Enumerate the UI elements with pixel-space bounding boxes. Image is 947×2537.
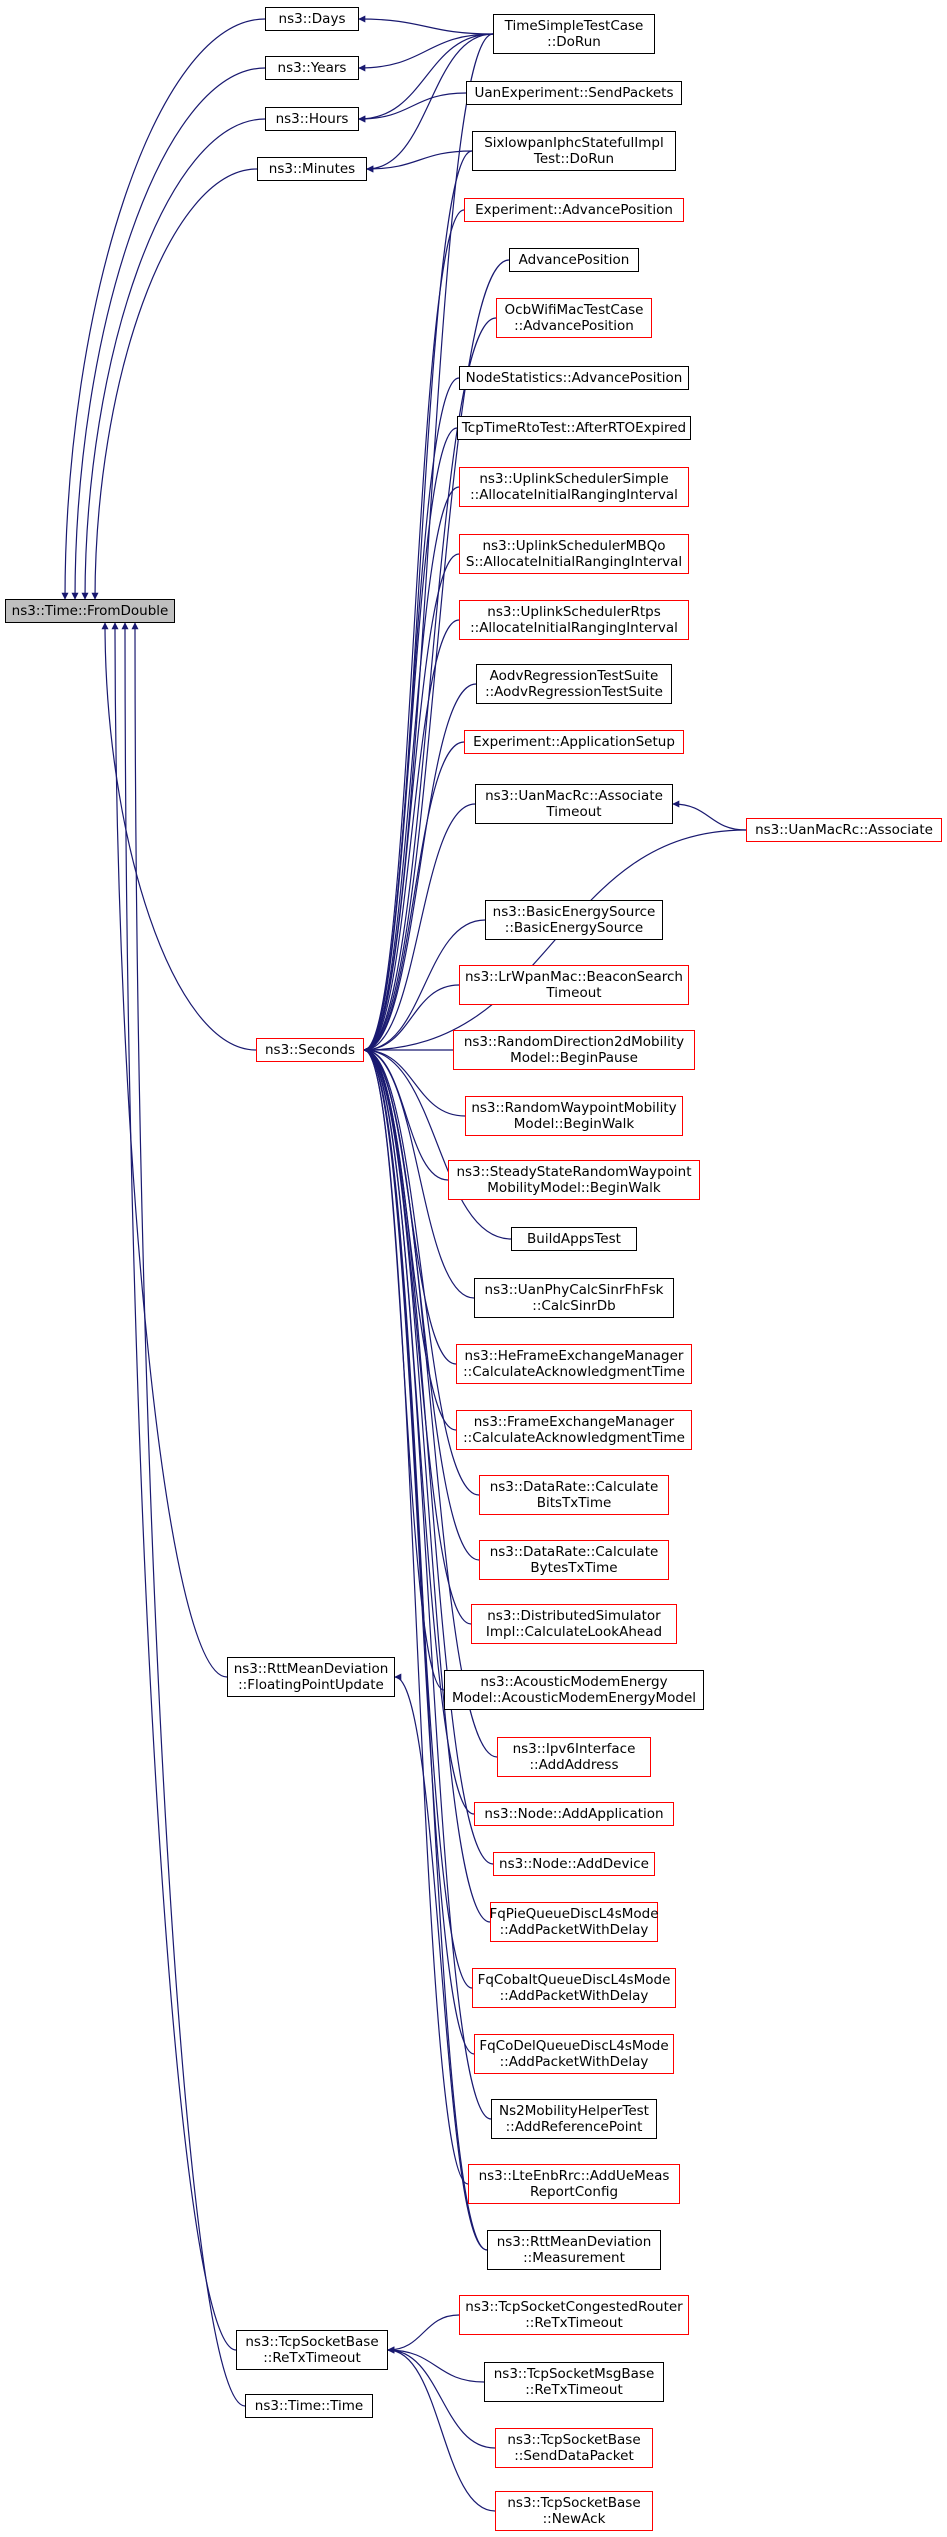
- edge-node-adddevice-to-seconds: [363, 1046, 494, 1865]
- node-node-adddevice[interactable]: ns3::Node::AddDevice: [493, 1852, 655, 1876]
- edge-aodvregressiontestsuite-to-seconds: [363, 683, 477, 1054]
- node-tcpsocketbase-senddatapacket[interactable]: ns3::TcpSocketBase ::SendDataPacket: [495, 2428, 653, 2468]
- node-uplinkschedulersimple-allocate[interactable]: ns3::UplinkSchedulerSimple ::AllocateIni…: [459, 467, 689, 507]
- node-tcpsocketmsgbase-retxtimeout[interactable]: ns3::TcpSocketMsgBase ::ReTxTimeout: [484, 2362, 664, 2402]
- edge-sixlowpan-dorun-to-minutes: [366, 150, 473, 173]
- edge-uanmacrc-associate-to-uanmacrc-associatetimeout: [672, 800, 747, 831]
- edge-ipv6interface-addaddress-to-seconds: [363, 1046, 498, 1758]
- node-fqcodelqueuedisc-addpacket[interactable]: FqCoDelQueueDiscL4sMode ::AddPacketWithD…: [474, 2034, 674, 2074]
- edge-uplinkschedulermbqos-allocate-to-seconds: [363, 553, 460, 1054]
- node-node-addapplication[interactable]: ns3::Node::AddApplication: [474, 1802, 674, 1826]
- edge-seconds-to-time-fromdouble: [101, 622, 257, 1051]
- edge-buildappstest-to-seconds: [363, 1046, 512, 1240]
- node-tcptimertotest-afterrtoexpired[interactable]: TcpTimeRtoTest::AfterRTOExpired: [457, 416, 691, 440]
- node-ipv6interface-addaddress[interactable]: ns3::Ipv6Interface ::AddAddress: [497, 1737, 651, 1777]
- edge-rttmeandeviation-measurement-to-seconds: [363, 1046, 488, 2251]
- node-hours[interactable]: ns3::Hours: [265, 107, 359, 131]
- node-nodestatistics-advanceposition[interactable]: NodeStatistics::AdvancePosition: [459, 366, 689, 390]
- node-uplinkschedulermbqos-allocate[interactable]: ns3::UplinkSchedulerMBQo S::AllocateInit…: [459, 534, 689, 574]
- node-timesimpletestcase-dorun[interactable]: TimeSimpleTestCase ::DoRun: [493, 14, 655, 54]
- edge-hours-to-time-fromdouble: [81, 118, 266, 600]
- node-uanmacrc-associate[interactable]: ns3::UanMacRc::Associate: [746, 818, 942, 842]
- edge-uplinkschedulerrtps-allocate-to-seconds: [363, 619, 460, 1054]
- edge-nodestatistics-advanceposition-to-seconds: [363, 377, 460, 1054]
- edge-minutes-to-time-fromdouble: [91, 168, 258, 600]
- node-tcpsocketbase-newack[interactable]: ns3::TcpSocketBase ::NewAck: [495, 2491, 653, 2531]
- node-tcpsocketbase-retxtimeout[interactable]: ns3::TcpSocketBase ::ReTxTimeout: [236, 2330, 388, 2370]
- node-distributedsimulatorimpl-lookahead[interactable]: ns3::DistributedSimulator Impl::Calculat…: [471, 1604, 677, 1644]
- node-tcpsocketcongestedrouter-retxtimeout[interactable]: ns3::TcpSocketCongestedRouter ::ReTxTime…: [459, 2295, 689, 2335]
- edge-tcpsocketbase-retxtimeout-to-time-fromdouble: [121, 622, 237, 2351]
- node-fqpiequeuedisc-addpacket[interactable]: FqPieQueueDiscL4sMode ::AddPacketWithDel…: [489, 1902, 659, 1942]
- node-randomwaypoint-beginwalk[interactable]: ns3::RandomWaypointMobility Model::Begin…: [465, 1096, 683, 1136]
- node-basicenergysource[interactable]: ns3::BasicEnergySource ::BasicEnergySour…: [485, 900, 663, 940]
- edge-datarate-calculatebitstxtime-to-seconds: [363, 1046, 480, 1496]
- node-time-fromdouble: ns3::Time::FromDouble: [5, 599, 175, 623]
- edge-fqpiequeuedisc-addpacket-to-seconds: [363, 1046, 491, 1923]
- node-buildappstest[interactable]: BuildAppsTest: [511, 1227, 637, 1251]
- edge-days-to-time-fromdouble: [61, 18, 266, 600]
- node-days[interactable]: ns3::Days: [265, 7, 359, 31]
- edge-ocbwifimactestcase-advanceposition-to-seconds: [363, 317, 497, 1054]
- node-steadystate-beginwalk[interactable]: ns3::SteadyStateRandomWaypoint MobilityM…: [448, 1160, 700, 1200]
- edge-timesimpletestcase-dorun-to-days: [358, 15, 494, 35]
- node-rttmeandeviation-measurement[interactable]: ns3::RttMeanDeviation ::Measurement: [487, 2230, 661, 2270]
- node-experiment-applicationsetup[interactable]: Experiment::ApplicationSetup: [464, 730, 684, 754]
- node-uanexperiment-sendpackets[interactable]: UanExperiment::SendPackets: [466, 81, 682, 105]
- edge-advanceposition-to-seconds: [363, 259, 510, 1054]
- edge-rttmeandeviation-measurement-to-rttmeandeviation-floatingpointupdate: [394, 1673, 488, 2251]
- node-time-time[interactable]: ns3::Time::Time: [245, 2394, 373, 2418]
- edge-lrwpanmac-beaconsearchtimeout-to-seconds: [363, 984, 460, 1054]
- node-uanmacrc-associatetimeout[interactable]: ns3::UanMacRc::Associate Timeout: [475, 784, 673, 824]
- edge-sixlowpan-dorun-to-seconds: [363, 150, 473, 1054]
- edge-time-time-to-time-fromdouble: [131, 622, 246, 2407]
- node-uplinkschedulerrtps-allocate[interactable]: ns3::UplinkSchedulerRtps ::AllocateIniti…: [459, 600, 689, 640]
- node-advanceposition[interactable]: AdvancePosition: [509, 248, 639, 272]
- edge-uplinkschedulersimple-allocate-to-seconds: [363, 486, 460, 1054]
- edge-basicenergysource-to-seconds: [363, 919, 486, 1054]
- edge-ns2mobilityhelpertest-addreferencepoint-to-seconds: [363, 1046, 492, 2120]
- node-rttmeandeviation-floatingpointupdate[interactable]: ns3::RttMeanDeviation ::FloatingPointUpd…: [227, 1657, 395, 1697]
- edge-tcpsocketmsgbase-retxtimeout-to-tcpsocketbase-retxtimeout: [387, 2346, 485, 2383]
- edge-experiment-advanceposition-to-seconds: [363, 209, 465, 1054]
- edge-experiment-applicationsetup-to-seconds: [363, 741, 465, 1054]
- node-seconds[interactable]: ns3::Seconds: [256, 1038, 364, 1062]
- edge-tcpsocketbase-newack-to-tcpsocketbase-retxtimeout: [387, 2346, 496, 2512]
- edge-uanphycalcsinrfhfsk-calcsinrdb-to-seconds: [363, 1046, 475, 1299]
- edge-uanexperiment-sendpackets-to-hours: [358, 92, 467, 123]
- node-experiment-advanceposition[interactable]: Experiment::AdvancePosition: [464, 198, 684, 222]
- node-aodvregressiontestsuite[interactable]: AodvRegressionTestSuite ::AodvRegression…: [476, 664, 672, 704]
- node-lrwpanmac-beaconsearchtimeout[interactable]: ns3::LrWpanMac::BeaconSearch Timeout: [459, 965, 689, 1005]
- edge-years-to-time-fromdouble: [71, 67, 266, 600]
- edge-randomwaypoint-beginwalk-to-seconds: [363, 1046, 466, 1117]
- edge-tcpsocketcongestedrouter-retxtimeout-to-tcpsocketbase-retxtimeout: [387, 2314, 460, 2354]
- node-datarate-calculatebytestxtime[interactable]: ns3::DataRate::Calculate BytesTxTime: [479, 1540, 669, 1580]
- node-randomdirection2d-beginpause[interactable]: ns3::RandomDirection2dMobility Model::Be…: [453, 1030, 695, 1070]
- node-frameexchangemanager-acktime[interactable]: ns3::FrameExchangeManager ::CalculateAck…: [456, 1410, 692, 1450]
- edge-rttmeandeviation-floatingpointupdate-to-time-fromdouble: [111, 622, 228, 1678]
- node-ocbwifimactestcase-advanceposition[interactable]: OcbWifiMacTestCase ::AdvancePosition: [496, 298, 652, 338]
- edge-tcptimertotest-afterrtoexpired-to-seconds: [363, 427, 458, 1054]
- edge-fqcodelqueuedisc-addpacket-to-seconds: [363, 1046, 475, 2055]
- edge-timesimpletestcase-dorun-to-hours: [358, 33, 494, 123]
- node-years[interactable]: ns3::Years: [265, 56, 359, 80]
- node-sixlowpan-dorun[interactable]: SixlowpanIphcStatefulImpl Test::DoRun: [472, 131, 676, 171]
- node-heframeexchangemanager-ackTime[interactable]: ns3::HeFrameExchangeManager ::CalculateA…: [456, 1344, 692, 1384]
- edge-uanmacrc-associatetimeout-to-seconds: [363, 803, 476, 1054]
- node-datarate-calculatebitstxtime[interactable]: ns3::DataRate::Calculate BitsTxTime: [479, 1475, 669, 1515]
- edge-lteenbrrc-adduemeasreportconfig-to-seconds: [363, 1046, 469, 2185]
- node-fqcobaltqueuedisc-addpacket[interactable]: FqCobaltQueueDiscL4sMode ::AddPacketWith…: [472, 1968, 676, 2008]
- edge-timesimpletestcase-dorun-to-years: [358, 33, 494, 72]
- node-acousticmodemenergymodel[interactable]: ns3::AcousticModemEnergy Model::Acoustic…: [444, 1670, 704, 1710]
- node-ns2mobilityhelpertest-addreferencepoint[interactable]: Ns2MobilityHelperTest ::AddReferencePoin…: [491, 2099, 657, 2139]
- node-minutes[interactable]: ns3::Minutes: [257, 157, 367, 181]
- node-uanphycalcsinrfhfsk-calcsinrdb[interactable]: ns3::UanPhyCalcSinrFhFsk ::CalcSinrDb: [474, 1278, 674, 1318]
- edge-uanmacrc-associate-to-seconds: [363, 829, 747, 1054]
- edge-timesimpletestcase-dorun-to-minutes: [366, 33, 494, 173]
- edge-distributedsimulatorimpl-lookahead-to-seconds: [363, 1046, 472, 1625]
- node-lteenbrrc-adduemeasreportconfig[interactable]: ns3::LteEnbRrc::AddUeMeas ReportConfig: [468, 2164, 680, 2204]
- edge-tcpsocketbase-senddatapacket-to-tcpsocketbase-retxtimeout: [387, 2346, 496, 2449]
